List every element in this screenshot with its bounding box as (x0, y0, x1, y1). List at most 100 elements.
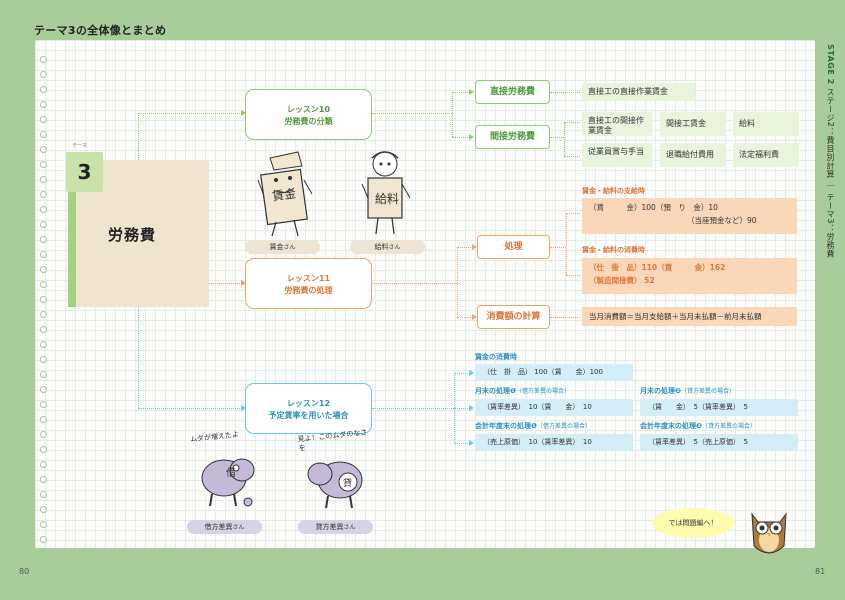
journal-line: （製造間接費） 52 (589, 276, 655, 285)
connector-line (138, 408, 242, 409)
indirect-item: 法定福利費 (733, 143, 799, 167)
ring-hole (40, 56, 47, 63)
heading-text: 会計年度末の処理❷ (640, 422, 702, 430)
heading-note: （貸方差異の場合） (680, 388, 735, 395)
page-title: テーマ3の全体像とまとめ (34, 24, 167, 37)
ring-hole (40, 116, 47, 123)
lesson-12-number: レッスン12 (286, 399, 331, 408)
ring-hole (40, 476, 47, 483)
character-name: 貸方差異 (315, 523, 344, 531)
ring-hole (40, 71, 47, 78)
direct-item: 直接工の直接作業賃金 (582, 83, 695, 101)
heading-text: 会計年度末の処理❶ (475, 422, 537, 430)
arrow-icon (469, 370, 474, 376)
connector-line (564, 122, 580, 123)
monthend-debit-entry: （賃率差異） 10（賃 金） 10 (475, 399, 633, 416)
indirect-item: 従業員賞与手当 (582, 143, 652, 167)
connector-line (566, 275, 580, 276)
ring-hole (40, 416, 47, 423)
character-name: 賃金 (269, 243, 284, 251)
connector-line (564, 122, 565, 156)
page-number-left: 80 (19, 567, 30, 576)
ring-hole (40, 461, 47, 468)
arrow-icon (469, 440, 474, 446)
monthend-credit-heading: 月末の処理❷（貸方差異の場合） (640, 386, 735, 396)
ring-hole (40, 161, 47, 168)
connector-line (452, 92, 470, 93)
ring-hole (40, 536, 47, 543)
processing-box: 処理 (477, 235, 550, 259)
next-section-bubble: では問題編へ！ (652, 508, 734, 538)
chingin-name-pill: 賃金さん (245, 240, 320, 254)
connector-line (138, 113, 139, 160)
journal-line: （仕 掛 品）110（賃 金）162 (589, 263, 726, 272)
chingin-character-illustration (257, 151, 313, 237)
stage-path: ステージ2：費目別計算 ｜ テーマ3：労務費 (826, 87, 835, 258)
notebook-rings (40, 56, 48, 546)
ring-hole (40, 326, 47, 333)
heading-text: 月末の処理❶ (475, 387, 516, 395)
heading-note: （借方差異の場合） (536, 423, 591, 430)
journal-line: （賃 金）100（預 り 金）10 (589, 203, 718, 212)
ring-hole (40, 191, 47, 198)
arrow-icon (241, 405, 246, 411)
indirect-item: 退職給付費用 (660, 143, 725, 167)
ring-hole (40, 356, 47, 363)
character-name: 借方差異 (204, 523, 233, 531)
connector-line (550, 92, 580, 93)
arrow-icon (472, 244, 477, 250)
character-suffix: さん (388, 244, 401, 251)
page-number-right: 81 (815, 567, 826, 576)
ring-hole (40, 131, 47, 138)
ring-hole (40, 221, 47, 228)
ring-hole (40, 236, 47, 243)
direct-labor-box: 直接労務費 (475, 80, 550, 104)
lesson-11-title: 労務費の処理 (284, 286, 333, 295)
ring-hole (40, 311, 47, 318)
lesson-10-box: レッスン10 労務費の分類 (245, 89, 372, 140)
stage-label: STAGE 2 (826, 44, 835, 85)
yearend-debit-heading: 会計年度末の処理❶（借方差異の場合） (475, 421, 591, 431)
indirect-item: 給料 (733, 112, 799, 136)
kashikata-credit-symbol-text: 貸 (343, 479, 353, 489)
ring-hole (40, 86, 47, 93)
karikata-debit-symbol-text: 借 (226, 468, 236, 479)
chingin-character-text: 賃金 (271, 186, 297, 204)
kyuryo-character-text: 給料 (375, 192, 400, 206)
connector-line (550, 247, 566, 248)
theme-number: 3 (66, 152, 103, 192)
theme-name: 労務費 (108, 226, 157, 244)
ring-hole (40, 251, 47, 258)
connector-line (457, 247, 473, 248)
ring-hole (40, 341, 47, 348)
ring-hole (40, 491, 47, 498)
ring-hole (40, 296, 47, 303)
calc-formula: 当月消費額＝当月支給額＋当月未払額－前月未払額 (582, 307, 797, 326)
arrow-icon (469, 134, 474, 140)
connector-line (457, 317, 473, 318)
lesson-10-number: レッスン10 (286, 105, 331, 114)
ring-hole (40, 506, 47, 513)
character-name: 給料 (374, 243, 389, 251)
lesson-11-number: レッスン11 (286, 274, 331, 283)
connector-line (209, 283, 242, 284)
connector-line (566, 213, 567, 275)
heading-note: （借方差異の場合） (515, 388, 570, 395)
karikata-name-pill: 借方差異さん (187, 520, 262, 534)
connector-line (457, 247, 458, 317)
heading-note: （貸方差異の場合） (701, 423, 756, 430)
arrow-icon (472, 314, 477, 320)
connector-line (372, 408, 454, 409)
ring-hole (40, 266, 47, 273)
ring-hole (40, 446, 47, 453)
owl-mascot-icon (751, 512, 787, 554)
connector-line (454, 443, 470, 444)
monthend-credit-entry: （賃 金） 5（賃率差異） 5 (640, 399, 798, 416)
pay-time-entry: （賃 金）100（預 り 金）10 （当座預金など）90 (582, 198, 797, 234)
ring-hole (40, 386, 47, 393)
character-suffix: さん (283, 244, 296, 251)
lesson-12-title: 予定賃率を用いた場合 (268, 411, 349, 420)
calc-box: 消費額の計算 (477, 305, 550, 329)
pay-time-heading: 賃金・給料の支給時 (582, 187, 645, 195)
lesson-12-box: レッスン12 予定賃率を用いた場合 (245, 383, 372, 434)
